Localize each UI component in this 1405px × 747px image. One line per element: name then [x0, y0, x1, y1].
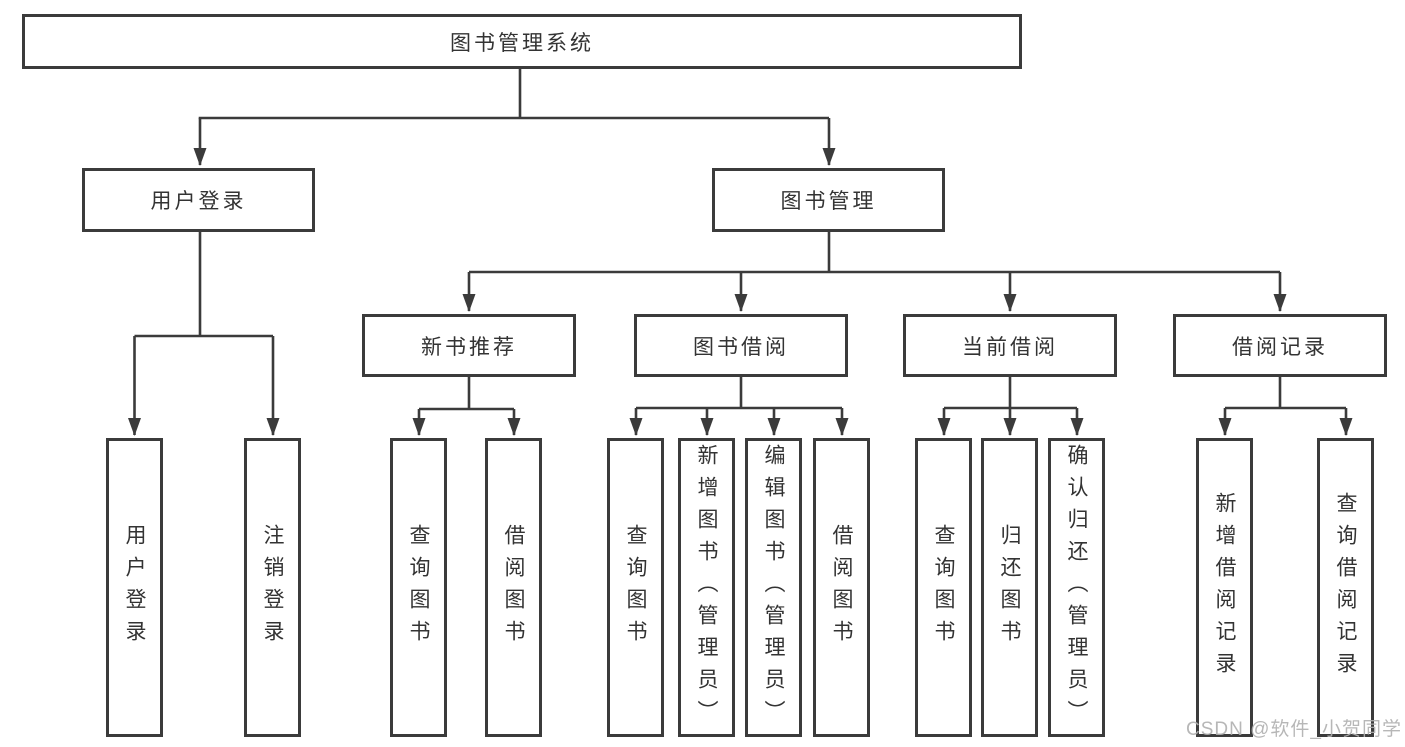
leaf-borrow-books-newrec: 借阅图书 [485, 438, 542, 737]
node-new-book-recommend: 新书推荐 [362, 314, 576, 377]
edge-book-borrow-split [636, 377, 842, 410]
edge-book-management-split [469, 232, 1280, 274]
leaf-return-books: 归还图书 [981, 438, 1038, 737]
leaf-add-borrow-record-label: 新增借阅记录 [1213, 491, 1236, 684]
leaf-query-books-borrow: 查询图书 [607, 438, 664, 737]
leaf-query-books-newrec-label: 查询图书 [407, 523, 430, 652]
leaf-query-books-current: 查询图书 [915, 438, 972, 737]
leaf-user-login: 用户登录 [106, 438, 163, 737]
node-root: 图书管理系统 [22, 14, 1022, 69]
node-user-login: 用户登录 [82, 168, 315, 232]
leaf-return-books-label: 归还图书 [998, 523, 1021, 652]
edge-root-split [198, 69, 829, 120]
node-borrow-records: 借阅记录 [1173, 314, 1387, 377]
edge-new-book-split [419, 377, 514, 411]
node-borrow-records-label: 借阅记录 [1232, 335, 1328, 359]
leaf-logout: 注销登录 [244, 438, 301, 737]
node-book-borrow-label: 图书借阅 [693, 335, 789, 359]
edge-borrow-records-split [1225, 377, 1346, 410]
leaf-confirm-return-admin-label: 确认归还（管理员） [1065, 443, 1088, 732]
leaf-edit-books-admin: 编辑图书（管理员） [745, 438, 802, 737]
leaf-confirm-return-admin: 确认归还（管理员） [1048, 438, 1105, 737]
edge-current-borrow-split [944, 377, 1077, 410]
csdn-watermark: CSDN @软件_小贺同学 [1186, 719, 1402, 740]
leaf-query-books-borrow-label: 查询图书 [624, 523, 647, 652]
node-root-label: 图书管理系统 [450, 31, 594, 55]
edge-user-login-split [134, 232, 273, 338]
node-book-management-label: 图书管理 [780, 190, 877, 213]
leaf-borrow-books-borrow-label: 借阅图书 [830, 523, 853, 652]
leaf-query-books-newrec: 查询图书 [390, 438, 447, 737]
node-current-borrow: 当前借阅 [903, 314, 1117, 377]
node-new-book-recommend-label: 新书推荐 [421, 335, 517, 359]
leaf-borrow-books-newrec-label: 借阅图书 [502, 523, 525, 652]
leaf-query-borrow-record-label: 查询借阅记录 [1334, 491, 1357, 684]
node-current-borrow-label: 当前借阅 [962, 335, 1058, 359]
leaf-user-login-label: 用户登录 [123, 523, 146, 652]
leaf-add-borrow-record: 新增借阅记录 [1196, 438, 1253, 737]
leaf-edit-books-admin-label: 编辑图书（管理员） [762, 443, 785, 732]
leaf-add-books-admin: 新增图书（管理员） [678, 438, 735, 737]
leaf-add-books-admin-label: 新增图书（管理员） [695, 443, 718, 732]
leaf-query-borrow-record: 查询借阅记录 [1317, 438, 1374, 737]
leaf-query-books-current-label: 查询图书 [932, 523, 955, 652]
leaf-borrow-books-borrow: 借阅图书 [813, 438, 870, 737]
node-user-login-label: 用户登录 [150, 190, 247, 213]
node-book-management: 图书管理 [712, 168, 945, 232]
node-book-borrow: 图书借阅 [634, 314, 848, 377]
leaf-logout-label: 注销登录 [261, 523, 284, 652]
